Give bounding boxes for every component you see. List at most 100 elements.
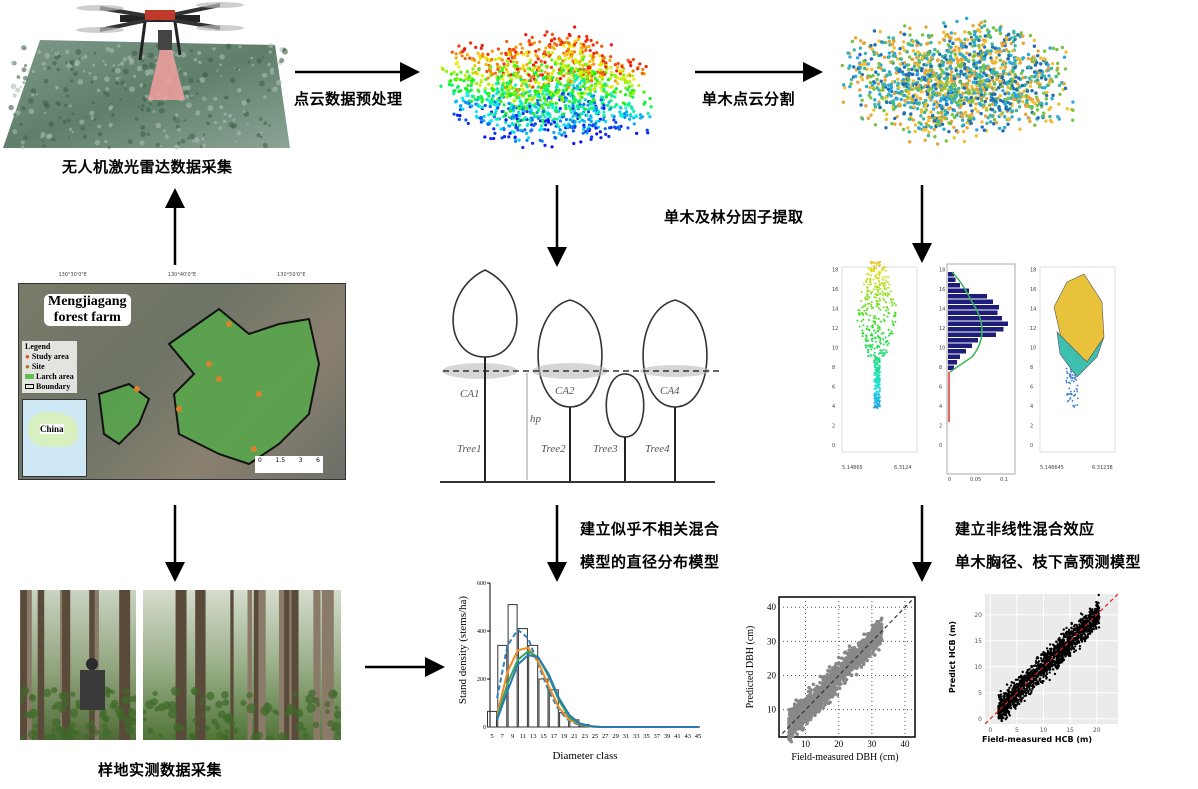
point [982,71,986,75]
point [481,105,485,109]
point [515,119,520,124]
point [979,69,983,74]
histogram-bar [487,710,497,728]
point [906,67,911,72]
point [479,120,483,124]
point [569,94,573,98]
tree-texture [77,79,84,85]
point [550,58,554,62]
point [1014,108,1019,113]
point [512,48,516,52]
point [917,76,921,81]
point [884,126,888,130]
point [581,131,585,135]
point [1036,54,1040,58]
point [898,62,903,66]
point [458,113,462,118]
point [452,112,456,116]
point [945,74,949,79]
point [937,115,941,120]
point [584,45,588,50]
tree-texture [139,83,144,88]
point [965,120,969,125]
point [990,45,995,49]
point [499,127,503,131]
xy-tick: 5.148645 [1040,465,1064,471]
point [884,112,889,117]
point [603,82,607,86]
crown-point [875,376,878,379]
point [1049,66,1054,71]
crown-point [883,286,886,289]
point [954,94,959,99]
point [881,40,885,45]
crown-point [874,357,877,360]
point [517,111,521,115]
point [476,88,480,92]
point [976,109,980,114]
point [980,25,984,30]
point [572,141,576,146]
point [883,78,887,82]
point [558,95,562,99]
point [875,77,879,82]
x-tick-label: 5 [490,733,493,740]
point [991,68,995,72]
point [467,89,471,93]
point [554,90,558,94]
undergrowth [272,709,277,714]
undergrowth [246,703,257,714]
crown-point [873,374,876,377]
tree-texture [80,126,85,131]
point [1027,116,1031,120]
point [962,123,966,127]
point [944,139,948,143]
point [530,35,534,39]
point [898,51,902,56]
crown-point [856,319,859,322]
tree-texture [226,96,229,100]
crown-point [880,332,883,335]
point [463,56,467,61]
tree-texture [182,85,187,91]
point [1062,82,1066,86]
point [490,49,494,53]
point [1032,112,1036,116]
crown-point [883,299,886,302]
point [563,53,567,58]
point [991,26,996,30]
stem-point [1071,377,1074,380]
tree-texture [104,63,108,67]
undergrowth [284,710,291,717]
crown-point [878,277,881,280]
point [532,41,537,45]
undergrowth [27,729,38,739]
point [875,51,879,55]
point [517,96,521,100]
crown-point [878,359,881,362]
point [917,120,921,125]
point [614,74,618,78]
point [949,45,953,49]
z-tick: 12 [939,326,945,332]
point [488,105,492,109]
point [985,84,989,88]
tree-texture [71,112,75,115]
point [609,107,613,111]
step-sur-line1: 建立似乎不相关混合 [580,520,720,538]
point [936,49,940,54]
point [895,97,899,101]
z-tick: 4 [832,404,835,410]
point [852,48,856,52]
point [938,91,942,96]
undergrowth [92,725,97,731]
point [1018,34,1023,39]
map-title-line2: forest farm [53,310,121,325]
tree-texture [93,51,97,55]
undergrowth [127,707,133,713]
tree-texture [97,131,103,137]
point [886,87,890,91]
tree-trunk [195,590,206,740]
point [568,107,573,111]
